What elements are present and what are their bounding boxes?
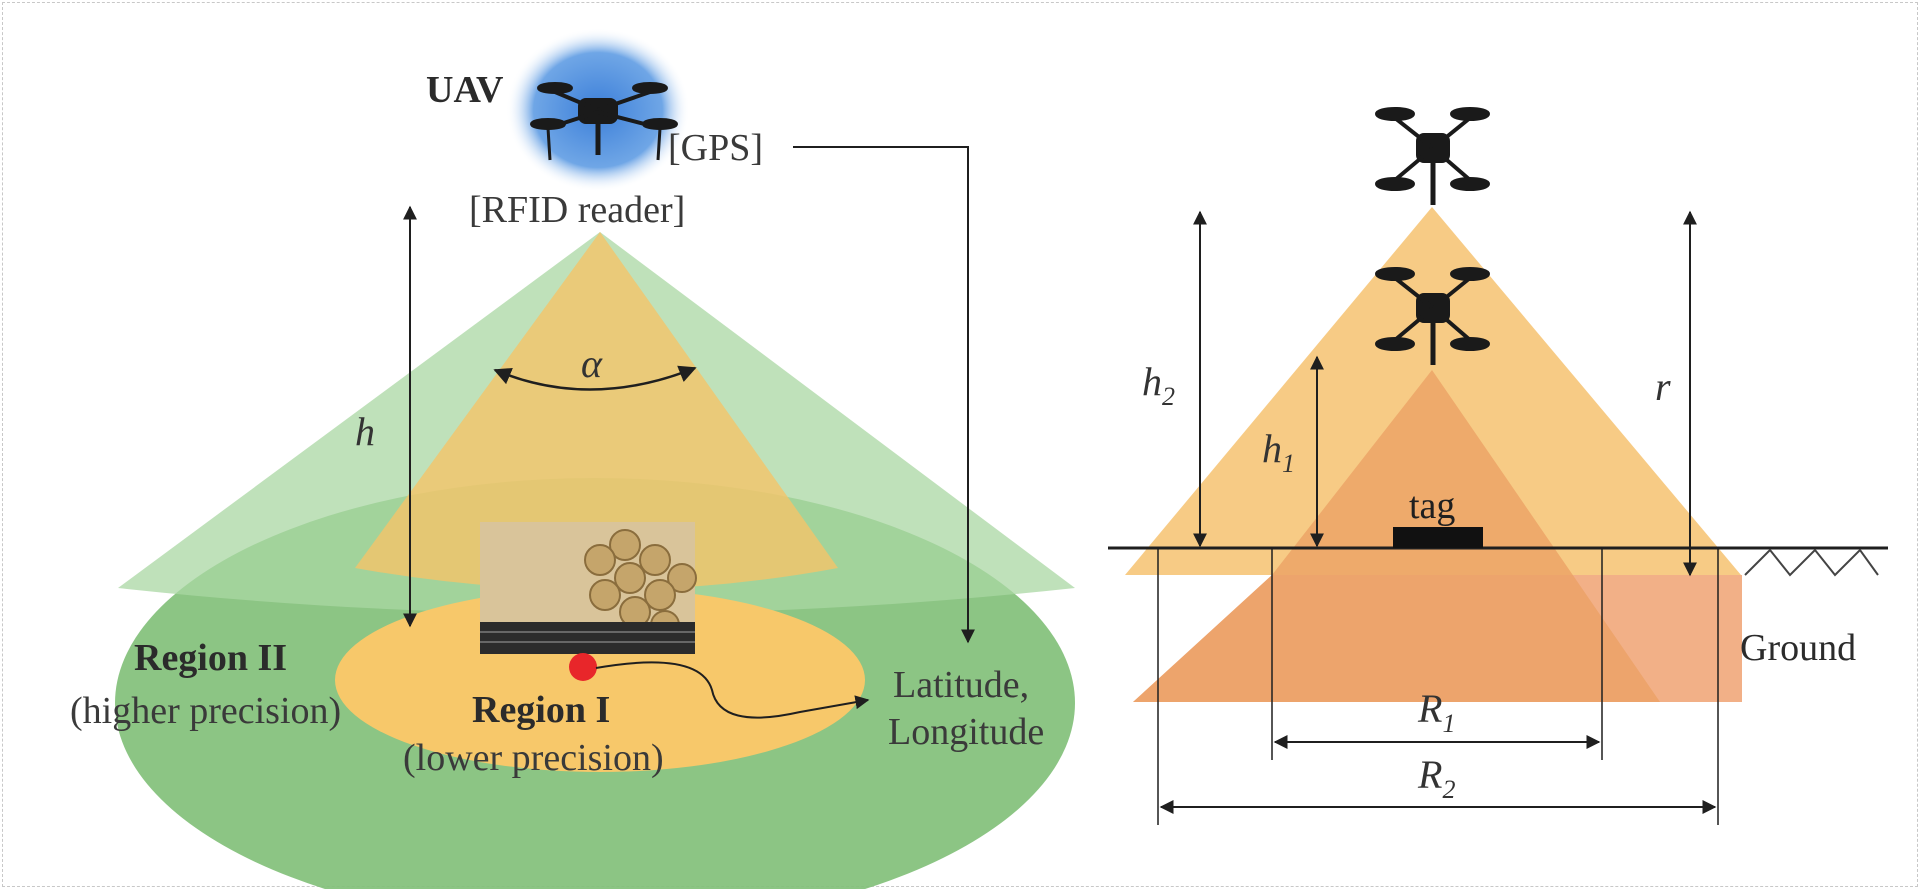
rfid-reader-label: [RFID reader] [469,189,685,231]
gps-label: [GPS] [668,127,763,169]
region-ii-note: (higher precision) [70,690,341,732]
alpha-angle-arc [493,365,697,391]
region-i-note: (lower precision) [403,737,664,779]
tag-block [1393,527,1483,548]
tagged-pallet-icon [480,522,697,654]
h2-label: h2 [1142,359,1175,411]
output-latitude: Latitude, [893,664,1029,706]
narrow-yellow-cone [355,232,838,590]
h1-label: h1 [1262,426,1295,478]
R1-label: R1 [1417,686,1455,738]
alpha-symbol: α [581,341,603,386]
gps-connector-line [793,146,975,644]
tag-label: tag [1409,485,1455,527]
region-i-title: Region I [472,689,610,731]
h-symbol: h [355,409,375,454]
drone-high-icon [1375,107,1490,205]
region-ii-title: Region II [134,637,287,679]
tag-dot [569,653,597,681]
output-longitude: Longitude [888,711,1044,753]
region-i-disc [335,588,865,772]
uav-drone-icon [530,82,678,161]
uav-label: UAV [426,69,504,111]
drone-low-icon [1375,267,1490,365]
R2-label: R2 [1417,752,1455,804]
right-diagram: h2 h1 r tag Ground R1 R2 [1108,107,1888,825]
r-label: r [1655,364,1671,409]
tag-to-output-curve [595,661,870,719]
ground-hatch [1744,548,1879,577]
left-diagram: UAV [GPS] [RFID reader] α h Region II (h… [70,28,1075,889]
ground-label: Ground [1740,627,1856,669]
extension-lines [1157,548,1719,825]
